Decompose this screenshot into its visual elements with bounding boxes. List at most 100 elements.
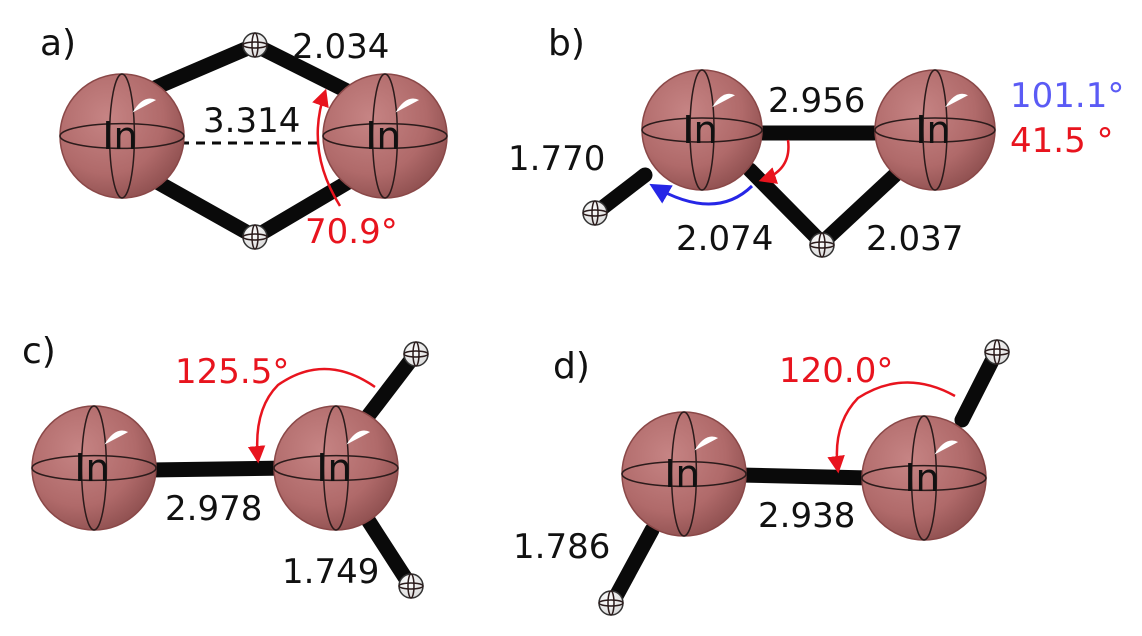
in-in-bond-length: 2.956 <box>768 81 865 121</box>
atom-highlight <box>945 93 968 108</box>
indium-atom: In <box>641 69 763 191</box>
atom-meridian <box>371 73 399 199</box>
indium-atom: In <box>273 405 399 531</box>
indium-atom: In <box>621 411 747 537</box>
atom-sphere <box>582 200 608 226</box>
hydrogen-atom <box>582 200 608 226</box>
atom-meridian <box>607 590 615 616</box>
atom-meridian <box>251 224 259 250</box>
indium-atom: In <box>59 73 185 199</box>
panel-c-label: c) <box>22 331 56 372</box>
atom-highlight <box>346 430 371 445</box>
bridge-left-length: 2.074 <box>676 219 773 259</box>
hydrogen-atom <box>403 341 429 367</box>
panel-d-label: d) <box>553 346 590 387</box>
angle-label-blue: 101.1° <box>1010 76 1124 116</box>
hydrogen-atom <box>984 339 1010 365</box>
angle-arc-blue <box>649 183 754 206</box>
atom-equator <box>809 241 835 249</box>
hydrogen-atom <box>598 590 624 616</box>
atom-meridian <box>922 69 948 191</box>
panel-d: d) In In 120.0° 2.938 1.786 <box>513 339 1010 616</box>
atom-meridian <box>412 341 420 367</box>
panel-b: b) In In 2.956 1.770 2.074 2.037 101.1° … <box>508 23 1124 259</box>
panel-c: c) In In 125.5° 2.978 1.749 <box>22 331 429 599</box>
atom-equator <box>582 209 608 217</box>
atom-symbol: In <box>664 452 699 496</box>
bond-in-h <box>247 37 363 103</box>
hydrogen-atom <box>809 232 835 258</box>
atom-equator <box>398 582 424 590</box>
atom-symbol: In <box>74 446 109 490</box>
atom-meridian <box>670 411 698 537</box>
atom-equator <box>861 464 987 492</box>
indium-atom: In <box>874 69 996 191</box>
in-in-distance: 3.314 <box>203 101 300 141</box>
atom-highlight <box>395 98 420 113</box>
hydrogen-atom <box>242 224 268 250</box>
atom-equator <box>984 348 1010 356</box>
in-in-bond-length: 2.978 <box>165 489 262 529</box>
bond-in-in <box>732 467 878 486</box>
atom-sphere <box>984 339 1010 365</box>
atom-meridian <box>108 73 136 199</box>
bond-in-h <box>360 512 416 590</box>
atom-equator <box>598 599 624 607</box>
atom-equator <box>621 460 747 488</box>
atom-sphere <box>242 224 268 250</box>
atom-equator <box>242 233 268 241</box>
panel-b-label: b) <box>548 23 585 64</box>
angle-label: 120.0° <box>779 351 893 391</box>
angle-label-red: 41.5 ° <box>1010 121 1114 161</box>
atom-symbol: In <box>365 114 400 158</box>
bridge-right-length: 2.037 <box>866 219 963 259</box>
bond-in-h <box>954 347 1003 428</box>
bond-in-in <box>142 460 298 478</box>
atom-symbol: In <box>102 114 137 158</box>
atom-symbol: In <box>316 446 351 490</box>
in-h-bond-length: 1.749 <box>282 552 379 592</box>
atom-equator <box>641 117 763 143</box>
bond-in-h <box>142 37 263 98</box>
panel-a-label: a) <box>40 23 76 64</box>
atom-highlight <box>132 98 157 113</box>
atom-equator <box>242 41 268 49</box>
atom-meridian <box>322 405 350 531</box>
angle-label: 70.9° <box>305 212 398 252</box>
hydrogen-atom <box>398 573 424 599</box>
in-in-bond-length: 2.938 <box>758 496 855 536</box>
atom-symbol: In <box>682 108 717 152</box>
indium-atom: In <box>31 405 157 531</box>
indium-atom: In <box>322 73 448 199</box>
bond-in-h <box>814 167 903 251</box>
angle-arc <box>247 367 376 464</box>
atom-meridian <box>591 200 599 226</box>
atom-equator <box>59 122 185 150</box>
hydrogen-atom <box>242 32 268 58</box>
panel-a: a) In In 2.034 3.314 70.9° <box>40 23 448 252</box>
atom-equator <box>273 454 399 482</box>
atom-equator <box>31 454 157 482</box>
atom-symbol: In <box>904 456 939 500</box>
bond-in-h <box>606 522 660 608</box>
atom-equator <box>403 350 429 358</box>
atom-symbol: In <box>915 108 950 152</box>
in-h-bond-length: 1.786 <box>513 527 610 567</box>
in-h-terminal-length: 1.770 <box>508 139 605 179</box>
atom-highlight <box>104 430 129 445</box>
atom-sphere <box>398 573 424 599</box>
angle-arc <box>827 381 956 474</box>
bond-in-h <box>357 348 422 428</box>
angle-label: 125.5° <box>175 352 289 392</box>
bond-in-h <box>247 170 363 245</box>
atom-highlight <box>694 436 719 451</box>
atom-sphere <box>598 590 624 616</box>
angle-arc <box>312 88 342 207</box>
indium-atom: In <box>861 415 987 541</box>
bond-in-h <box>142 170 263 245</box>
atom-meridian <box>689 69 715 191</box>
atom-highlight <box>934 440 959 455</box>
atom-meridian <box>251 32 259 58</box>
atom-meridian <box>80 405 108 531</box>
